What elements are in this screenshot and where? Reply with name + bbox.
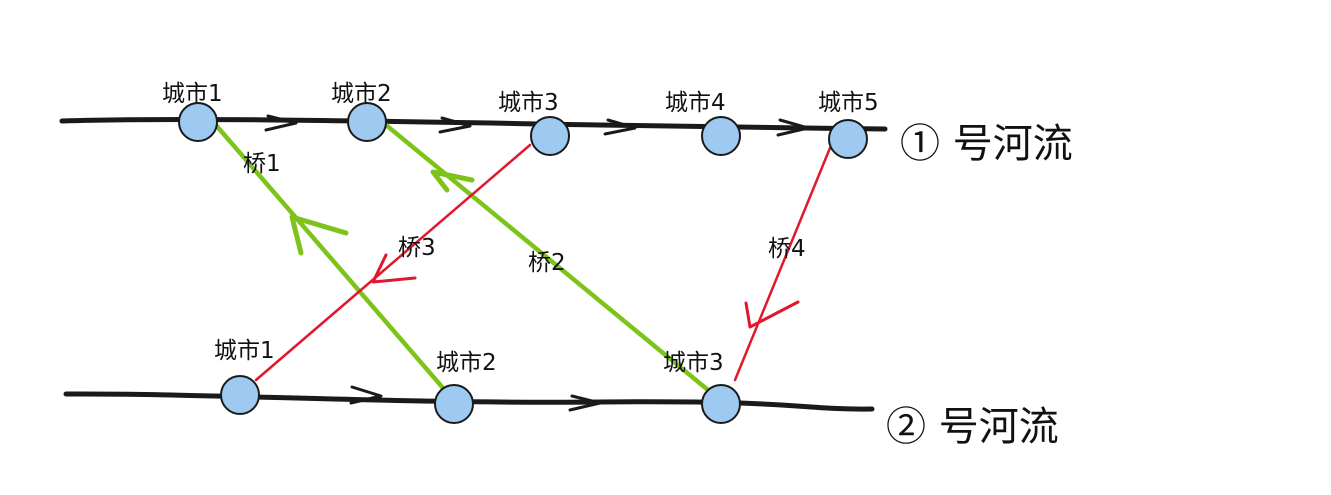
top-city-3-node xyxy=(530,116,570,156)
bridge-1-label: 桥1 xyxy=(243,151,281,177)
bridge-4-line xyxy=(733,146,832,382)
river-2-line xyxy=(63,391,875,412)
top-city-1-node xyxy=(178,102,218,142)
river-1-label: ① 号河流 xyxy=(900,121,1073,167)
top-city-1-label: 城市1 xyxy=(162,81,223,107)
top-city-5-label: 城市5 xyxy=(818,90,879,116)
bottom-city-2-label: 城市2 xyxy=(436,350,497,376)
bridge-3-label: 桥3 xyxy=(398,235,436,261)
bridge-3-line xyxy=(254,143,532,382)
bottom-city-2-node xyxy=(434,384,474,424)
bridge-2-label: 桥2 xyxy=(528,250,566,276)
bottom-city-3-label: 城市3 xyxy=(663,350,724,376)
bridge-1-line xyxy=(212,121,446,391)
bridge-2-arrowhead xyxy=(430,169,475,193)
bridge-4-arrowhead xyxy=(744,300,800,329)
top-city-4-label: 城市4 xyxy=(665,90,726,116)
top-city-3-label: 城市3 xyxy=(498,90,559,116)
bridge-3-arrowhead xyxy=(371,253,417,284)
top-city-2-node xyxy=(347,102,387,142)
top-city-2-label: 城市2 xyxy=(331,81,392,107)
river-1-flow-arrow xyxy=(776,118,810,137)
river-1-flow-arrow xyxy=(438,116,472,134)
river-2-flow-arrow xyxy=(349,385,383,405)
bridge-1-arrowhead xyxy=(289,214,349,256)
river-1-flow-arrow xyxy=(603,118,637,136)
river-2-flow-arrow xyxy=(568,394,602,412)
bottom-city-3-node xyxy=(701,384,741,424)
river-1-flow-arrow xyxy=(264,114,298,132)
river-2-label: ② 号河流 xyxy=(886,404,1059,450)
top-city-5-node xyxy=(828,119,868,159)
bridge-4-label: 桥4 xyxy=(768,236,806,262)
bottom-city-1-node xyxy=(220,375,260,415)
bridge-2-line xyxy=(383,122,711,393)
top-city-4-node xyxy=(701,116,741,156)
bottom-city-1-label: 城市1 xyxy=(214,338,275,364)
